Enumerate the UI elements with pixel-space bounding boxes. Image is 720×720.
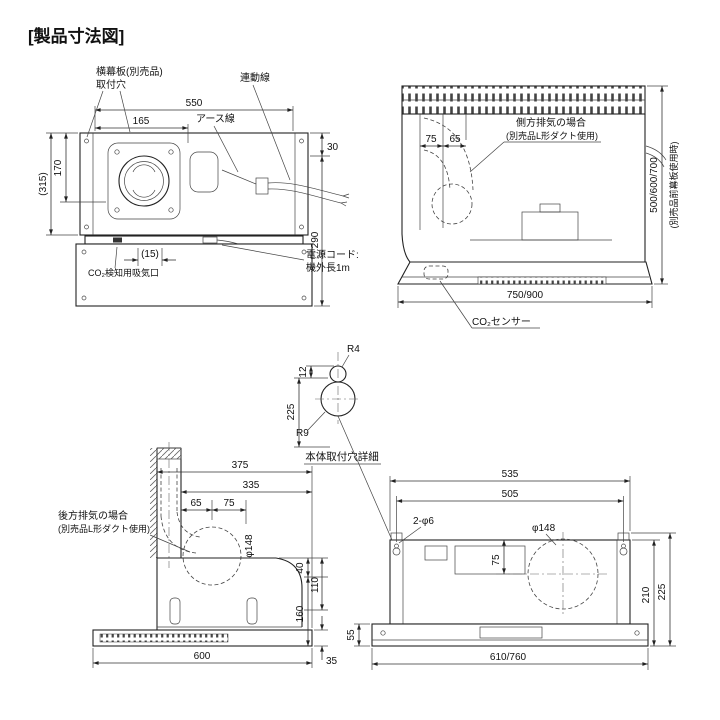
dim-505: 505 — [502, 489, 519, 500]
rear-exhaust-label-1: 後方排気の場合 — [58, 509, 128, 522]
dim-12: 12 — [298, 366, 309, 378]
radius-r4-label: R4 — [347, 344, 360, 355]
dim-30: 30 — [327, 142, 339, 153]
earth-wire — [221, 169, 257, 185]
dim-55: 55 — [346, 629, 357, 641]
center-opening — [189, 151, 219, 193]
co2-intake-label: CO₂検知用吸気口 — [88, 267, 159, 278]
earth-wire-label: アース線 — [196, 112, 235, 125]
hood-body-front — [389, 539, 631, 625]
side-top-view: 75 65 側方排気の場合 (別売品L形ダクト使用) 500/600/700 (… — [397, 85, 679, 329]
co2-intake-port — [113, 237, 122, 243]
dim-170: 170 — [53, 159, 64, 176]
front-bottom-view: 535 505 2-φ6 φ148 75 210 225 55 610/760 — [346, 469, 676, 670]
dim-290: 290 — [310, 231, 321, 248]
dim-75-front: 75 — [491, 554, 502, 566]
rear-exhaust-label-2: (別売品L形ダクト使用) — [58, 523, 150, 534]
dim-550: 550 — [186, 98, 203, 109]
dim-65-b: 65 — [190, 498, 202, 509]
page-title: [製品寸法図] — [28, 26, 124, 46]
dim-phi148-side: φ148 — [244, 534, 255, 558]
dim-225: 225 — [657, 583, 668, 600]
dim-35: 35 — [326, 656, 338, 667]
co2-sensor-outline — [423, 265, 449, 280]
terminal-block — [255, 177, 269, 195]
dim-depth: 750/900 — [507, 290, 544, 301]
duct-circle-dashed — [182, 526, 242, 586]
dim-40: 40 — [295, 562, 306, 574]
dim-65: 65 — [449, 134, 461, 145]
side-panel-label-1: 横幕板(別売品) — [96, 65, 163, 78]
side-duct-dashed — [423, 117, 474, 191]
side-exhaust-label-1: 側方排気の場合 — [516, 116, 586, 129]
interlock-wire — [267, 182, 344, 197]
dim-15: (15) — [141, 249, 159, 260]
holes-label: 2-φ6 — [413, 516, 434, 527]
blower-housing-side — [521, 211, 579, 241]
dim-phi148-front: φ148 — [532, 523, 556, 534]
dim-375: 375 — [232, 460, 249, 471]
bottom-plate-front — [371, 623, 649, 647]
power-cord-label-1: 電源コード: — [306, 248, 359, 261]
front-top-view: 550 165 アース線 連動線 横幕板(別売品) 取付穴 170 (315) … — [38, 65, 359, 307]
fan-mount-plate — [107, 142, 181, 220]
dim-225-detail: 225 — [286, 403, 297, 420]
side-panel-label-2: 取付穴 — [96, 78, 126, 91]
plate-louvers — [99, 633, 229, 643]
co2-sensor-label: CO₂センサー — [472, 316, 531, 328]
side-exhaust-label-2: (別売品L形ダクト使用) — [506, 130, 598, 141]
blower-housing-front — [454, 545, 526, 575]
dim-height: 500/600/700 — [649, 157, 660, 213]
dim-75: 75 — [425, 134, 437, 145]
dim-160: 160 — [295, 605, 306, 622]
rear-duct-dashed — [160, 515, 197, 554]
dim-width: 610/760 — [490, 652, 527, 663]
dim-315: (315) — [38, 172, 49, 195]
hood-body-outline — [79, 132, 309, 236]
dim-165: 165 — [133, 116, 150, 127]
dim-75-b: 75 — [223, 498, 235, 509]
dim-600: 600 — [194, 651, 211, 662]
radius-r9-label: R9 — [296, 428, 309, 439]
filter-louvers — [477, 276, 607, 285]
fan-opening — [118, 155, 170, 207]
power-cord-label-2: 機外長1m — [306, 261, 350, 274]
mount-hole-detail: R4 R9 12 225 本体取付穴詳細 — [286, 344, 393, 541]
height-note-label: (別売品前幕板使用時) — [668, 142, 679, 229]
detail-caption: 本体取付穴詳細 — [305, 450, 379, 463]
interlock-wire-label: 連動線 — [240, 71, 270, 84]
wall-hatch — [150, 448, 157, 558]
dim-210: 210 — [641, 586, 652, 603]
side-bottom-view: 375 335 後方排気の場合 (別売品L形ダクト使用) 65 75 φ148 … — [58, 442, 338, 668]
dim-535: 535 — [502, 469, 519, 480]
dim-335: 335 — [243, 480, 260, 491]
dim-110: 110 — [310, 577, 321, 593]
